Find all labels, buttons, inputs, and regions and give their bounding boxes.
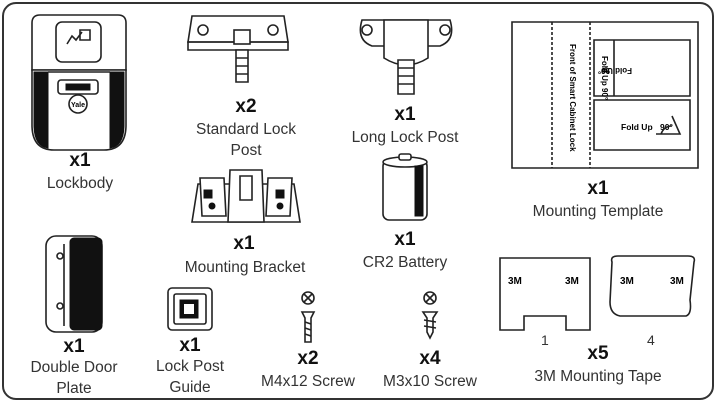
long-lock-post-label: Long Lock Post xyxy=(351,129,459,146)
3m-mounting-tape-label: 3M Mounting Tape xyxy=(534,368,662,385)
mounting-bracket-qty: x1 xyxy=(233,233,255,254)
mounting-bracket-label: Mounting Bracket xyxy=(184,259,306,276)
double-door-plate-qty: x1 xyxy=(63,336,85,357)
m3x10-screw-qty: x4 xyxy=(419,348,441,369)
long-lock-post-qty: x1 xyxy=(394,104,416,125)
cr2-battery-qty: x1 xyxy=(394,229,416,250)
mounting-template-label: Mounting Template xyxy=(532,203,664,220)
3m-mounting-tape-qty: x5 xyxy=(587,343,609,364)
lock-post-guide-label-line1: Lock Post xyxy=(155,358,225,375)
double-door-plate-label-line2: Plate xyxy=(56,380,92,397)
m3x10-screw-label: M3x10 Screw xyxy=(383,373,477,390)
standard-lock-post-label-line2: Post xyxy=(230,142,262,159)
lock-post-guide-label-line2: Guide xyxy=(169,379,211,396)
lockbody-label: Lockbody xyxy=(46,175,114,192)
parts-frame xyxy=(2,2,714,400)
cr2-battery-label: CR2 Battery xyxy=(362,254,448,271)
m4x12-screw-label: M4x12 Screw xyxy=(261,373,355,390)
double-door-plate-label-line1: Double Door xyxy=(30,359,118,376)
standard-lock-post-label-line1: Standard Lock xyxy=(196,121,296,138)
standard-lock-post-qty: x2 xyxy=(235,96,257,117)
lock-post-guide-qty: x1 xyxy=(179,335,201,356)
lockbody-qty: x1 xyxy=(69,150,91,171)
mounting-template-qty: x1 xyxy=(587,178,609,199)
m4x12-screw-qty: x2 xyxy=(297,348,319,369)
